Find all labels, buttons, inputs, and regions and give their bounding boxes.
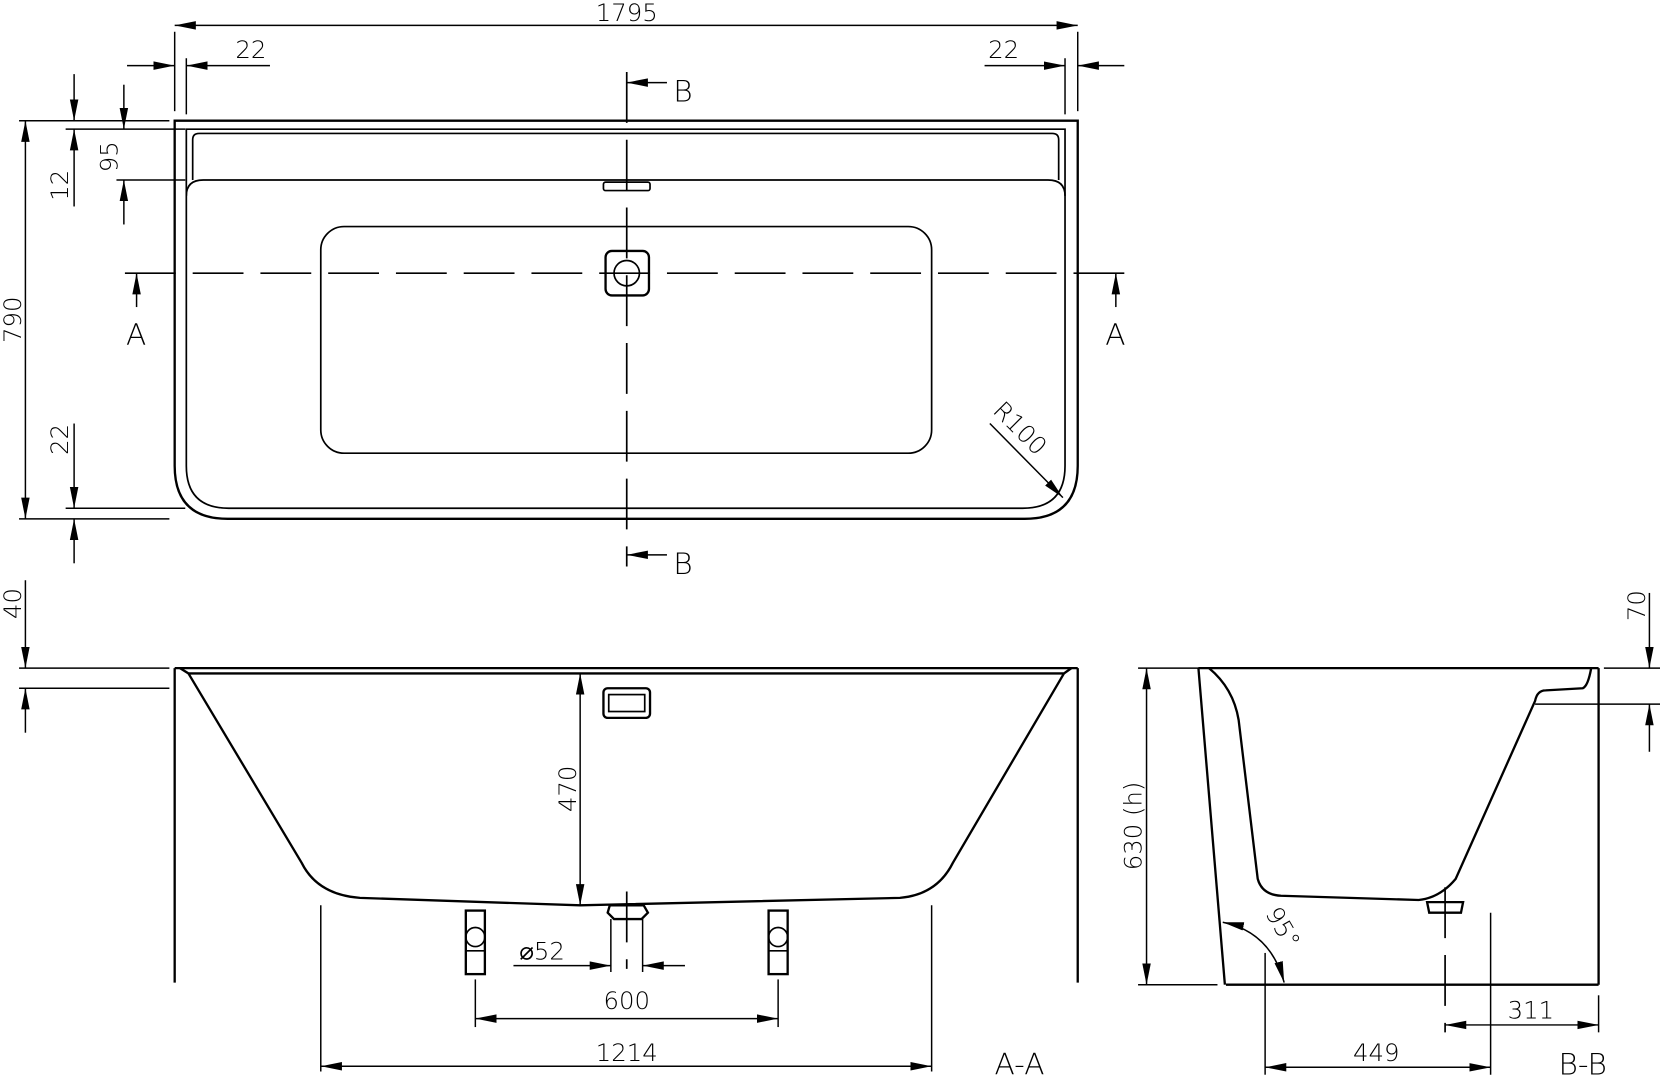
dim-600: 600 — [604, 986, 650, 1015]
section-a-right-label: A — [1105, 317, 1125, 352]
dim-22-left: 22 — [235, 35, 266, 64]
foot-right — [767, 909, 789, 976]
ledge-edge — [185, 179, 1066, 196]
dim-40: 40 — [0, 588, 27, 619]
back-ledge — [191, 132, 1060, 180]
tub-profile-bb — [1208, 667, 1593, 902]
drain-bb — [1425, 900, 1465, 914]
dim-630-height: 630 (h) — [1118, 782, 1147, 871]
section-b-bottom-label: B — [673, 546, 692, 581]
section-a-a: 40 470 ⌀52 600 1214 A-A — [0, 580, 1079, 1080]
tub-profile-aa — [179, 667, 1073, 907]
dim-449: 449 — [1353, 1038, 1399, 1067]
dim-470: 470 — [553, 766, 582, 812]
dim-r100: R100 — [988, 395, 1053, 460]
tub-inner-rim — [185, 128, 1066, 510]
top-view: B B A A 1795 22 22 790 12 95 22 R100 — [0, 0, 1129, 581]
tub-outer-outline — [173, 119, 1079, 520]
foot-left — [464, 909, 487, 976]
drain-aa — [606, 904, 650, 921]
dim-311: 311 — [1508, 996, 1554, 1025]
overflow-aa — [602, 687, 652, 720]
dim-70: 70 — [1622, 590, 1651, 621]
section-a-a-label: A-A — [995, 1047, 1045, 1080]
section-b-b: 630 (h) 70 95° 311 449 B-B — [1118, 590, 1660, 1080]
section-a-left-label: A — [126, 317, 146, 352]
dim-1214: 1214 — [596, 1038, 658, 1067]
section-b-b-label: B-B — [1558, 1047, 1606, 1080]
section-b-top-label: B — [673, 74, 692, 109]
dim-12: 12 — [45, 170, 74, 201]
dim-drain-diameter: ⌀52 — [519, 936, 565, 965]
dim-1795: 1795 — [596, 0, 658, 27]
dim-22-right: 22 — [988, 35, 1019, 64]
dim-95: 95 — [95, 141, 124, 172]
dim-790: 790 — [0, 297, 27, 343]
dim-angle-95: 95° — [1260, 902, 1307, 954]
dim-22-front: 22 — [45, 424, 74, 455]
